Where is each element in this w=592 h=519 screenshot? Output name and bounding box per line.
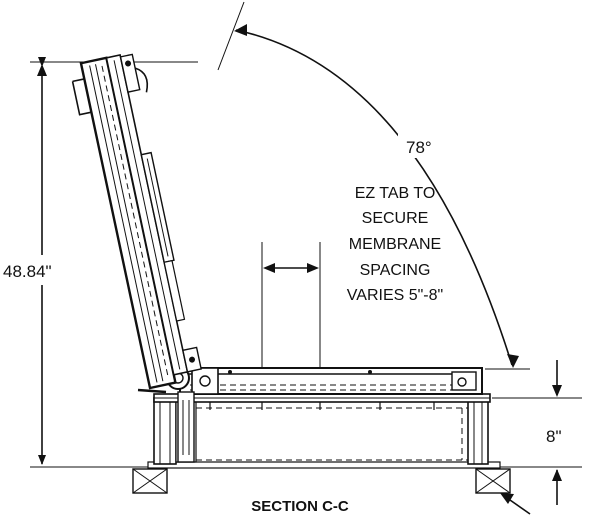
lid-base-edge: [137, 388, 167, 394]
curb-liner: [196, 407, 468, 461]
hatch-frame: [179, 367, 483, 395]
height-arrow-top: [37, 64, 47, 76]
curb-arrow-top: [552, 385, 562, 397]
leader-line: [509, 499, 531, 515]
angle-ext-line: [217, 1, 245, 71]
angle-arc: [235, 29, 513, 366]
section-caption: SECTION C-C: [251, 498, 349, 515]
note-line-5: VARIES 5"-8": [347, 287, 443, 304]
leader-arrow: [500, 493, 531, 515]
curb-arrow-bottom: [552, 469, 562, 481]
curb-label: 8": [546, 427, 562, 446]
nailer-left: [132, 468, 168, 494]
note-line-2: SECURE: [362, 210, 429, 227]
angle-dimension: [217, 1, 519, 368]
note-line-4: SPACING: [360, 262, 431, 279]
height-label: 48.84": [3, 262, 52, 281]
spacing-arrow-right: [307, 263, 319, 273]
note-line-3: MEMBRANE: [349, 236, 441, 253]
nailer-right: [475, 468, 511, 494]
curb-base-flange: [147, 461, 501, 469]
leader-arrowhead: [500, 493, 514, 504]
angle-arrow-bottom: [507, 354, 519, 368]
ez-tab-note: EZ TAB TO SECURE MEMBRANE SPACING VARIES…: [347, 185, 443, 304]
curb-wall-right: [467, 397, 489, 465]
note-line-1: EZ TAB TO: [355, 185, 436, 202]
angle-label: 78°: [406, 138, 432, 157]
angle-label-bg: [398, 134, 448, 158]
angle-arrow-top: [234, 24, 247, 36]
open-lid: [71, 53, 202, 390]
spacing-arrow-left: [263, 263, 275, 273]
